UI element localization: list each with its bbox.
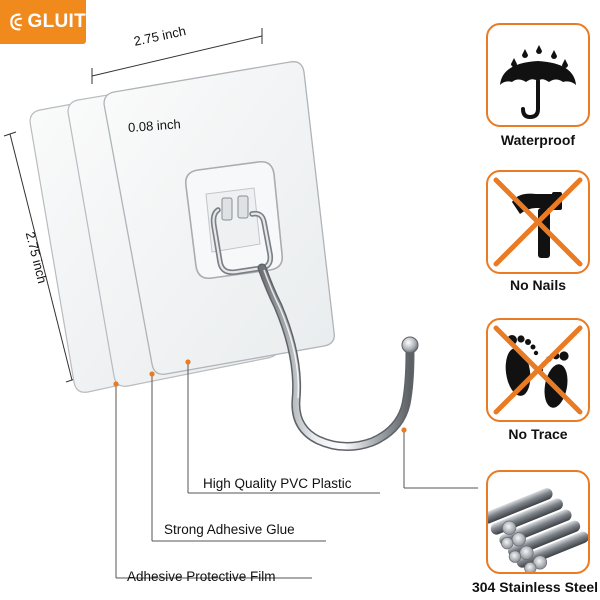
feature-box-no-trace (486, 318, 590, 422)
feature-box-stainless-steel (486, 470, 590, 574)
steel-hook (210, 195, 419, 451)
callout-leaders (115, 362, 478, 579)
steel-rods-icon (488, 488, 588, 572)
brand-name: GLUIT (27, 11, 86, 32)
feature-label-waterproof: Waterproof (500, 132, 576, 148)
brand-logo: GLUIT (0, 0, 86, 44)
brand-mark-icon (10, 13, 23, 31)
no-hammer-icon (493, 177, 583, 267)
feature-label-no-trace: No Trace (508, 426, 568, 442)
umbrella-rain-icon (500, 45, 576, 120)
feature-box-waterproof (486, 23, 590, 127)
no-footprints-icon (493, 325, 583, 415)
feature-box-no-nails (486, 170, 590, 274)
callout-glue-label: Strong Adhesive Glue (164, 522, 295, 537)
feature-label-stainless-steel: 304 Stainless Steel (471, 579, 599, 595)
feature-label-no-nails: No Nails (509, 277, 566, 293)
callout-film-label: Adhesive Protective Film (127, 569, 276, 584)
callout-pvc-label: High Quality PVC Plastic (203, 476, 352, 491)
width-dimension-line (91, 28, 263, 84)
callout-dots (113, 359, 407, 433)
